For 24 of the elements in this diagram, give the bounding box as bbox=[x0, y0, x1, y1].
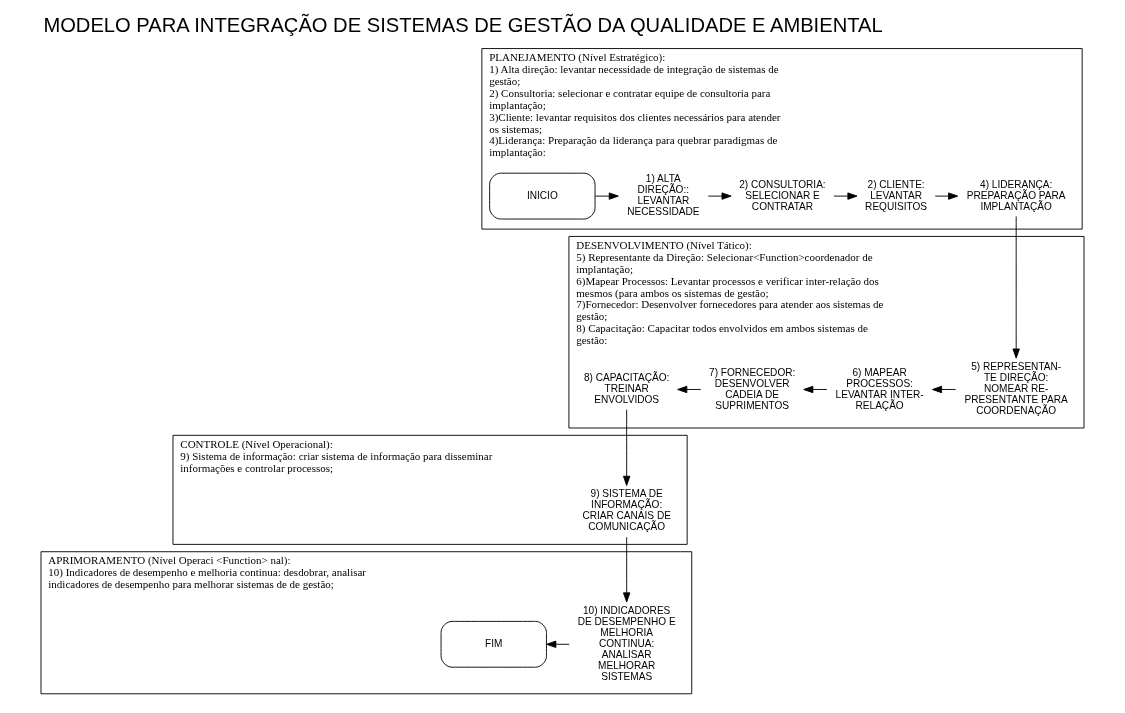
arrow bbox=[594, 192, 619, 200]
arrow bbox=[833, 192, 858, 200]
node-box: INICIO bbox=[489, 172, 596, 220]
arrow bbox=[803, 385, 828, 394]
arrow bbox=[934, 192, 959, 200]
arrow bbox=[677, 385, 702, 394]
arrow bbox=[931, 385, 957, 394]
node-text: 10) INDICADORES DE DESEMPENHO E MELHORIA CONTINUA: ANALISAR MELHORAR SISTEMAS bbox=[577, 604, 676, 682]
arrow bbox=[1012, 216, 1020, 359]
node-text: 2) CONSULTORIA: SELECIONAR E CONTRATAR bbox=[739, 178, 826, 212]
node-text: 6) MAPEAR PROCESSOS: LEVANTAR INTER-RELAÇÃO bbox=[835, 366, 924, 411]
arrow bbox=[707, 192, 732, 200]
node-text: 1) ALTA DIREÇÃO:: LEVANTAR NECESSIDADE bbox=[627, 173, 700, 218]
node-box: FIM bbox=[440, 620, 547, 668]
node-text: 4) LIDERANÇA: PREPARAÇÃO PARA IMPLANTAÇÃO bbox=[966, 178, 1066, 212]
arrow bbox=[623, 536, 631, 603]
arrow bbox=[623, 409, 631, 486]
node-text: 8) CAPACITAÇÃO: TREINAR ENVOLVIDOS bbox=[584, 372, 670, 406]
node-text: 9) SISTEMA DE INFORMAÇÃO: CRIAR CANAIS DE COMUNICAÇÃO bbox=[582, 488, 671, 533]
node-text: 2) CLIENTE: LEVANTAR REQUISITOS bbox=[865, 178, 928, 212]
node-text: 7) FORNECEDOR: DESENVOLVER CADEIA DE SUPRIMENTOS bbox=[709, 366, 796, 411]
arrow bbox=[546, 640, 570, 648]
node-text: 5) REPRESENTAN- TE DIREÇÃO: NOMEAR RE- PRESENTANTE PARA COORDENAÇÃO bbox=[964, 361, 1068, 417]
diagram-title: MODELO PARA INTEGRAÇÃO DE SISTEMAS DE GESTÃO DA QUALIDADE E AMBIENTAL bbox=[43, 13, 883, 36]
